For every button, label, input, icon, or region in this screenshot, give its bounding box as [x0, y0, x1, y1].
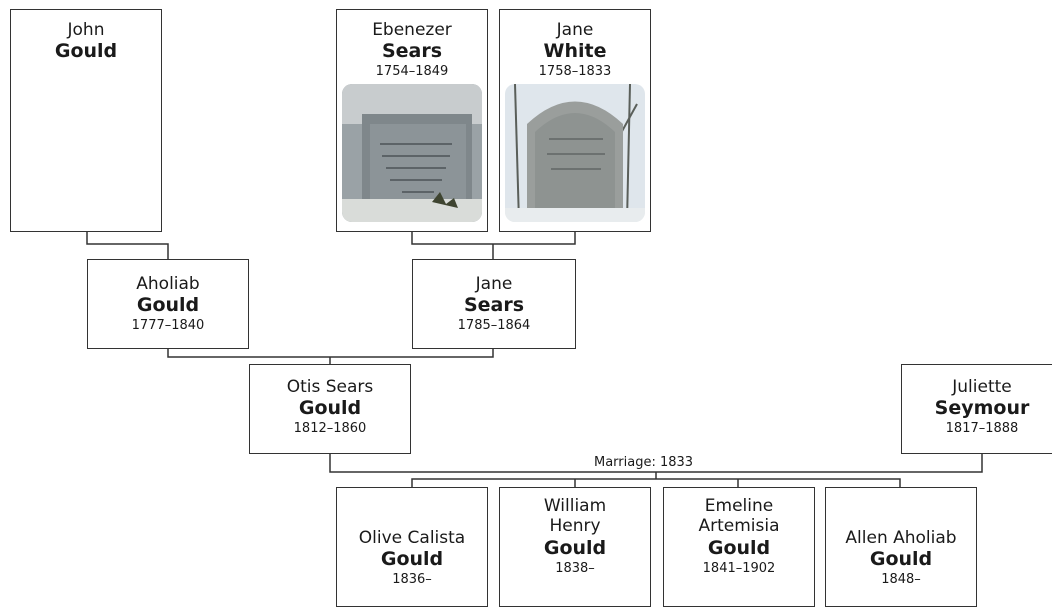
given-name: Jane	[556, 20, 594, 40]
given-name: Otis Sears	[286, 377, 374, 397]
given-name: John	[67, 20, 105, 40]
life-dates: 1754–1849	[375, 64, 449, 80]
person-ebenezer-sears[interactable]: Ebenezer Sears 1754–1849	[336, 9, 488, 232]
surname: Gould	[380, 548, 444, 571]
surname: Sears	[381, 40, 443, 63]
life-dates: 1812–1860	[293, 421, 367, 437]
surname: Gould	[869, 548, 933, 571]
person-john-gould[interactable]: John Gould	[10, 9, 162, 232]
life-dates: 1785–1864	[457, 318, 531, 334]
life-dates: 1817–1888	[945, 421, 1019, 437]
person-olive-calista-gould[interactable]: Olive Calista Gould 1836–	[336, 487, 488, 607]
person-emeline-artemisia-gould[interactable]: Emeline Artemisia Gould 1841–1902	[663, 487, 815, 607]
surname: Gould	[707, 536, 771, 559]
life-dates: 1848–	[881, 572, 921, 588]
marriage-label: Marriage: 1833	[592, 455, 696, 470]
person-jane-white[interactable]: Jane White 1758–1833	[499, 9, 651, 232]
life-dates: 1777–1840	[131, 318, 205, 334]
given-name: Aholiab	[136, 274, 200, 294]
given-name: William Henry	[543, 496, 607, 537]
surname: Gould	[298, 397, 362, 420]
surname: Gould	[543, 536, 607, 559]
life-dates: 1841–1902	[702, 560, 776, 576]
gravestone-photo-icon	[342, 83, 482, 222]
person-jane-sears[interactable]: Jane Sears 1785–1864	[412, 259, 576, 349]
given-name: Ebenezer	[372, 20, 452, 40]
given-name: Olive Calista	[358, 528, 466, 548]
life-dates: 1838–	[555, 560, 595, 576]
surname: Sears	[463, 294, 525, 317]
given-name: Emeline Artemisia	[698, 496, 780, 537]
person-juliette-seymour[interactable]: Juliette Seymour 1817–1888	[901, 364, 1052, 454]
person-william-henry-gould[interactable]: William Henry Gould 1838–	[499, 487, 651, 607]
surname: White	[543, 40, 607, 63]
person-otis-sears-gould[interactable]: Otis Sears Gould 1812–1860	[249, 364, 411, 454]
life-dates: 1758–1833	[538, 64, 612, 80]
given-name: Juliette	[952, 377, 1012, 397]
life-dates: 1836–	[392, 572, 432, 588]
surname: Gould	[136, 294, 200, 317]
given-name: Allen Aholiab	[845, 528, 957, 548]
surname: Seymour	[934, 397, 1030, 420]
gravestone-photo-icon	[505, 83, 645, 222]
person-allen-aholiab-gould[interactable]: Allen Aholiab Gould 1848–	[825, 487, 977, 607]
person-aholiab-gould[interactable]: Aholiab Gould 1777–1840	[87, 259, 249, 349]
given-name: Jane	[475, 274, 513, 294]
surname: Gould	[54, 40, 118, 63]
